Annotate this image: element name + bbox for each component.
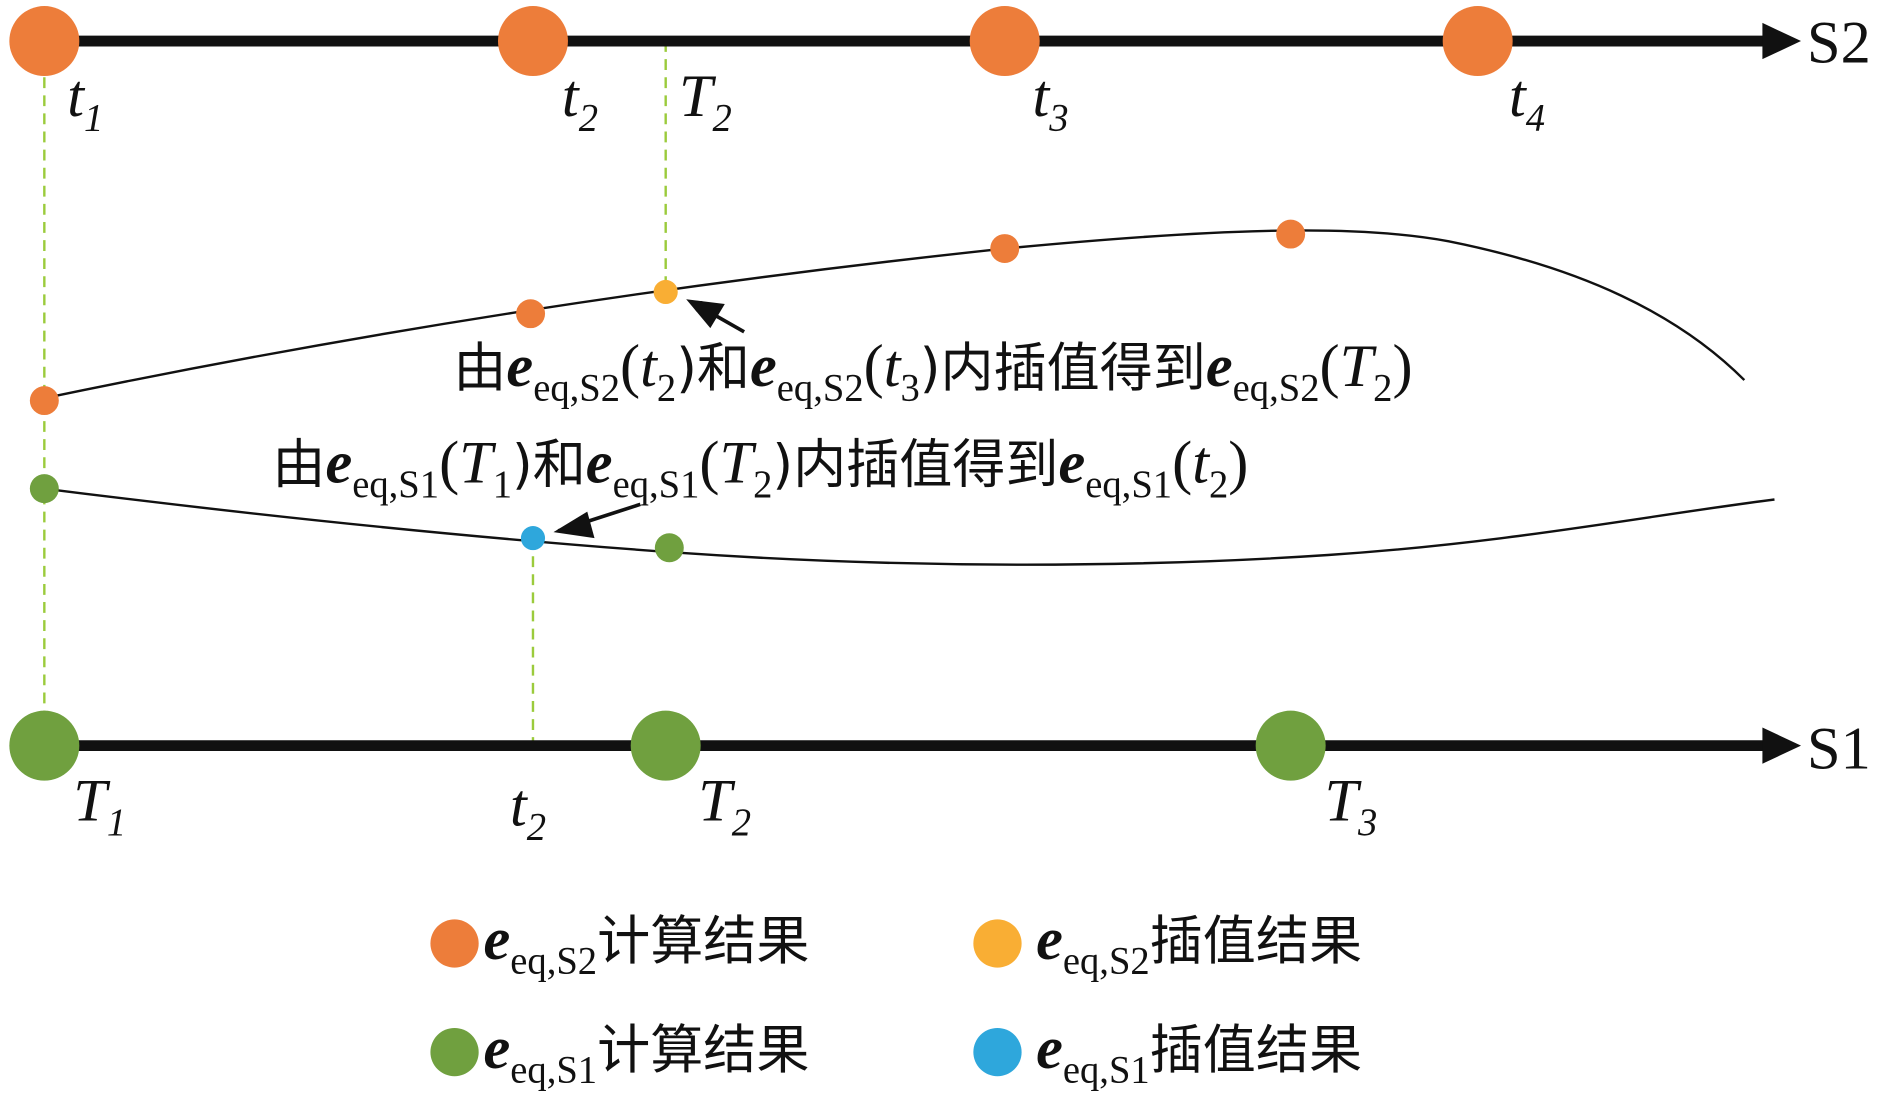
- annotation-s1: 由eeq,S1(T1)和eeq,S1(T2)内插值得到eeq,S1(t2): [272, 430, 1248, 506]
- legend: eeq,S2计算结果 eeq,S2插值结果 eeq,S1计算结果 eeq,S1插…: [430, 906, 1362, 1091]
- tick-label-t1: t1: [67, 63, 103, 139]
- s1-calc-point: [654, 533, 684, 563]
- s2-interp-point: [653, 279, 678, 305]
- legend-item-s2-calc: eeq,S2计算结果: [430, 906, 810, 983]
- tick-label-t2: t2: [562, 63, 598, 139]
- legend-item-s1-calc: eeq,S1计算结果: [430, 1015, 809, 1091]
- tick-label-T1: T1: [73, 767, 126, 843]
- tick-label-t2-s1: t2: [510, 772, 546, 848]
- legend-label: eeq,S2计算结果: [484, 906, 810, 982]
- legend-swatch: [430, 919, 479, 968]
- s1-error-curve: [44, 487, 1775, 566]
- legend-swatch: [430, 1027, 479, 1077]
- s2-calc-point: [1276, 219, 1306, 249]
- s2-point-t3: [969, 6, 1040, 77]
- tick-label-t3: t3: [1032, 63, 1068, 139]
- s2-calc-point: [516, 299, 546, 329]
- s1-axis-arrow-icon: [1762, 727, 1802, 764]
- legend-item-s1-interp: eeq,S1插值结果: [973, 1015, 1362, 1091]
- legend-swatch: [973, 919, 1022, 968]
- tick-label-t4: t4: [1509, 63, 1545, 139]
- s2-point-t1: [9, 6, 80, 77]
- s1-label: S1: [1807, 716, 1871, 783]
- legend-swatch: [973, 1027, 1022, 1077]
- s2-error-curve: [44, 229, 1746, 400]
- s2-calc-point: [990, 234, 1020, 264]
- annotation-s2: 由eeq,S2(t2)和eeq,S2(t3)内插值得到eeq,S2(T2): [453, 333, 1412, 409]
- s1-point-T3: [1255, 710, 1326, 781]
- legend-item-s2-interp: eeq,S2插值结果: [973, 906, 1362, 983]
- arrowhead-icon: [553, 511, 595, 539]
- tick-label-T2: T2: [679, 63, 732, 139]
- s2-point-t2: [497, 6, 568, 77]
- s2-axis-arrow-icon: [1762, 22, 1802, 60]
- arrowhead-icon: [686, 299, 725, 329]
- legend-label: eeq,S1计算结果: [484, 1015, 810, 1091]
- legend-label: eeq,S1插值结果: [1036, 1015, 1362, 1091]
- s1-time-points: [9, 710, 1326, 781]
- s1-point-T1: [9, 710, 80, 781]
- s2-time-points: [9, 6, 1513, 77]
- s2-calc-point: [29, 386, 59, 416]
- tick-label-T2-s1: T2: [698, 767, 751, 843]
- s1-calc-point: [29, 474, 59, 504]
- s2-point-t4: [1442, 6, 1513, 77]
- s2-label: S2: [1807, 10, 1871, 77]
- s1-interp-point: [520, 526, 546, 551]
- tick-label-T3: T3: [1324, 767, 1377, 843]
- s1-point-T2: [630, 710, 701, 781]
- legend-label: eeq,S2插值结果: [1036, 906, 1362, 982]
